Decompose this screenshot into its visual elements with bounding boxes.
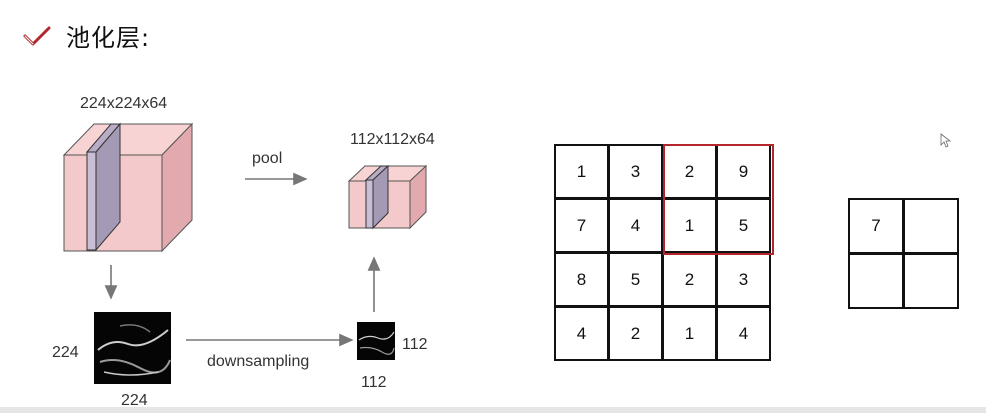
input-matrix-cell: 2 [608, 306, 663, 361]
input-matrix-cell: 5 [716, 198, 771, 253]
output-slice-front [365, 179, 374, 229]
output-matrix-cell [903, 253, 959, 309]
output-matrix: 7 [848, 198, 959, 309]
input-volume: 224x224x64 [62, 95, 194, 253]
input-image-stroke-2 [99, 359, 171, 374]
pool-arrow-label: pool [252, 150, 282, 167]
input-image-width-label: 224 [121, 392, 148, 409]
input-image: 224 224 [52, 312, 171, 409]
input-slice-front [86, 151, 97, 251]
input-matrix-cell: 1 [662, 306, 717, 361]
input-matrix-cell: 2 [662, 252, 717, 307]
bottom-bar [0, 407, 986, 413]
input-image-stroke-3 [119, 324, 151, 333]
output-image-stroke-2 [359, 346, 395, 355]
input-matrix-cell: 4 [608, 198, 663, 253]
input-image-frame [94, 312, 171, 384]
input-image-height-label: 224 [52, 344, 79, 361]
input-matrix-cell: 2 [662, 144, 717, 199]
output-matrix-cell [848, 253, 904, 309]
input-matrix-cell: 3 [716, 252, 771, 307]
output-image-stroke-1 [358, 331, 395, 341]
input-matrix-cell: 4 [554, 306, 609, 361]
input-matrix-cell: 1 [662, 198, 717, 253]
output-image-height-label: 112 [402, 336, 428, 353]
output-matrix-cell [903, 198, 959, 254]
input-matrix-cell: 9 [716, 144, 771, 199]
downsampling-label: downsampling [207, 353, 309, 370]
input-matrix-cell: 8 [554, 252, 609, 307]
heading-title: 池化层: [66, 24, 151, 52]
input-volume-label: 224x224x64 [80, 95, 167, 112]
input-image-stroke-1 [97, 329, 169, 351]
input-matrix-cell: 5 [608, 252, 663, 307]
output-image-width-label: 112 [361, 374, 387, 391]
output-volume-label: 112x112x64 [350, 131, 435, 148]
output-image: 112 112 [357, 322, 428, 391]
output-matrix-cell: 7 [848, 198, 904, 254]
input-matrix-cell: 1 [554, 144, 609, 199]
input-matrix-cell: 4 [716, 306, 771, 361]
input-matrix-cell: 3 [608, 144, 663, 199]
output-volume: 112x112x64 [347, 131, 435, 230]
input-matrix-cell: 7 [554, 198, 609, 253]
input-image-stroke-4 [103, 371, 159, 376]
section-heading: 池化层: [22, 18, 150, 53]
checkmark-icon [23, 26, 51, 45]
mouse-cursor-icon [940, 133, 952, 148]
